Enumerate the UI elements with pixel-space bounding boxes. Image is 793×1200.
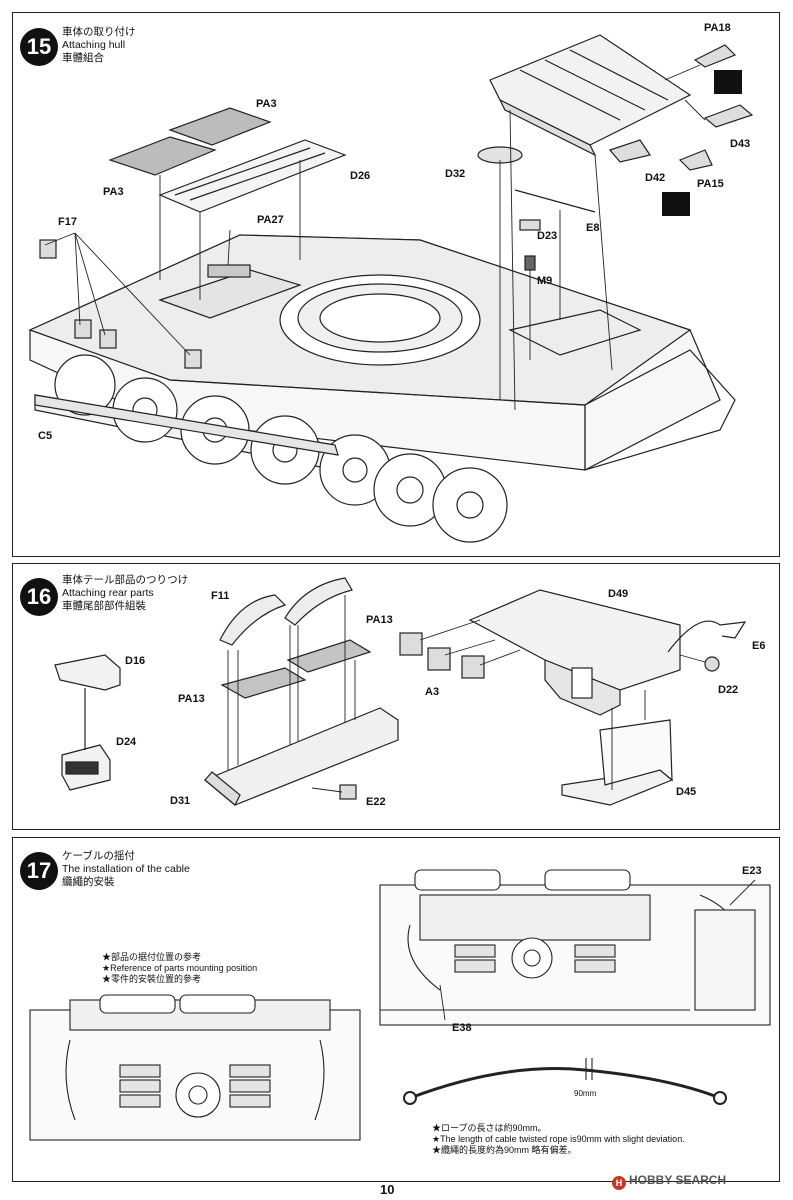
- step-15-hull-drawing: [28, 34, 754, 543]
- part-label: D26: [350, 170, 371, 182]
- part-label: D42: [645, 172, 666, 184]
- step-16-title-jp: 車体テール部品のつりつけ: [62, 574, 189, 586]
- part-label: D22: [718, 684, 739, 696]
- part-label: D43: [730, 138, 751, 150]
- part-label: PA18: [704, 22, 731, 34]
- step-16-rear-parts-drawing: [54, 577, 747, 806]
- cable-note-zh: ★纜繩的長度約為90mm 略有偏差。: [432, 1145, 577, 1155]
- reference-note-jp: ★部品の据付位置の参考: [102, 952, 202, 962]
- reference-note: ★部品の据付位置の参考 ★Reference of parts mounting…: [102, 952, 257, 985]
- part-label: PA27: [257, 214, 284, 226]
- part-label: D32: [445, 168, 466, 180]
- step-16-title-zh: 車體尾部部件組裝: [62, 600, 146, 612]
- cable-note-en: ★The length of cable twisted rope is90mm…: [432, 1134, 685, 1144]
- part-label: F11: [211, 590, 230, 602]
- part-label: A3: [425, 686, 440, 698]
- part-label: D23: [537, 230, 558, 242]
- part-label: D49: [608, 588, 629, 600]
- part-label: C5: [38, 430, 53, 442]
- reference-note-zh: ★零件的安裝位置的參考: [102, 974, 202, 984]
- part-label: D24: [116, 736, 137, 748]
- part-label: PA13: [178, 693, 205, 705]
- reference-note-en: ★Reference of parts mounting position: [102, 963, 258, 973]
- part-label: PA15: [697, 178, 724, 190]
- part-label: D16: [125, 655, 146, 667]
- part-label: D31: [170, 795, 191, 807]
- page-number: 10: [380, 1182, 395, 1197]
- watermark-text: HOBBY SEARCH: [629, 1173, 727, 1187]
- part-label: PA3: [256, 98, 277, 110]
- orientation-arrow-icon: [662, 192, 690, 216]
- part-label: PA13: [366, 614, 393, 626]
- part-label: D45: [676, 786, 697, 798]
- step-15-title-zh: 車體組合: [62, 52, 104, 64]
- step-15-title-en: Attaching hull: [62, 39, 126, 51]
- step-17-title-zh: 纜繩的安裝: [62, 876, 115, 888]
- cable-note-jp: ★ロープの長さは約90mm。: [432, 1123, 547, 1133]
- watermark-logo-icon: H: [612, 1176, 626, 1190]
- part-label: F17: [58, 216, 77, 228]
- cable-length-label: 90mm: [574, 1089, 597, 1098]
- part-label: PA3: [103, 186, 124, 198]
- part-label: E22: [366, 796, 386, 808]
- part-label: E38: [452, 1022, 472, 1034]
- orientation-arrow-icon: [714, 70, 742, 94]
- part-label: E23: [742, 865, 762, 877]
- step-17-title-jp: ケーブルの揺付: [62, 850, 135, 862]
- part-label: M9: [537, 275, 553, 287]
- step-15-badge: 15: [20, 28, 58, 66]
- step-17-badge: 17: [20, 852, 58, 890]
- step-15-title: 車体の取り付け Attaching hull 車體組合: [62, 26, 136, 65]
- step-16-title-en: Attaching rear parts: [62, 587, 154, 599]
- part-label: E6: [752, 640, 766, 652]
- step-16-badge: 16: [20, 578, 58, 616]
- step-17-title-en: The installation of the cable: [62, 863, 190, 875]
- part-label: E8: [586, 222, 600, 234]
- step-15-title-jp: 車体の取り付け: [62, 26, 136, 38]
- step-17-title: ケーブルの揺付 The installation of the cable 纜繩…: [62, 850, 190, 889]
- step-16-title: 車体テール部品のつりつけ Attaching rear parts 車體尾部部件…: [62, 574, 188, 613]
- cable-note: ★ロープの長さは約90mm。 ★The length of cable twis…: [432, 1123, 685, 1156]
